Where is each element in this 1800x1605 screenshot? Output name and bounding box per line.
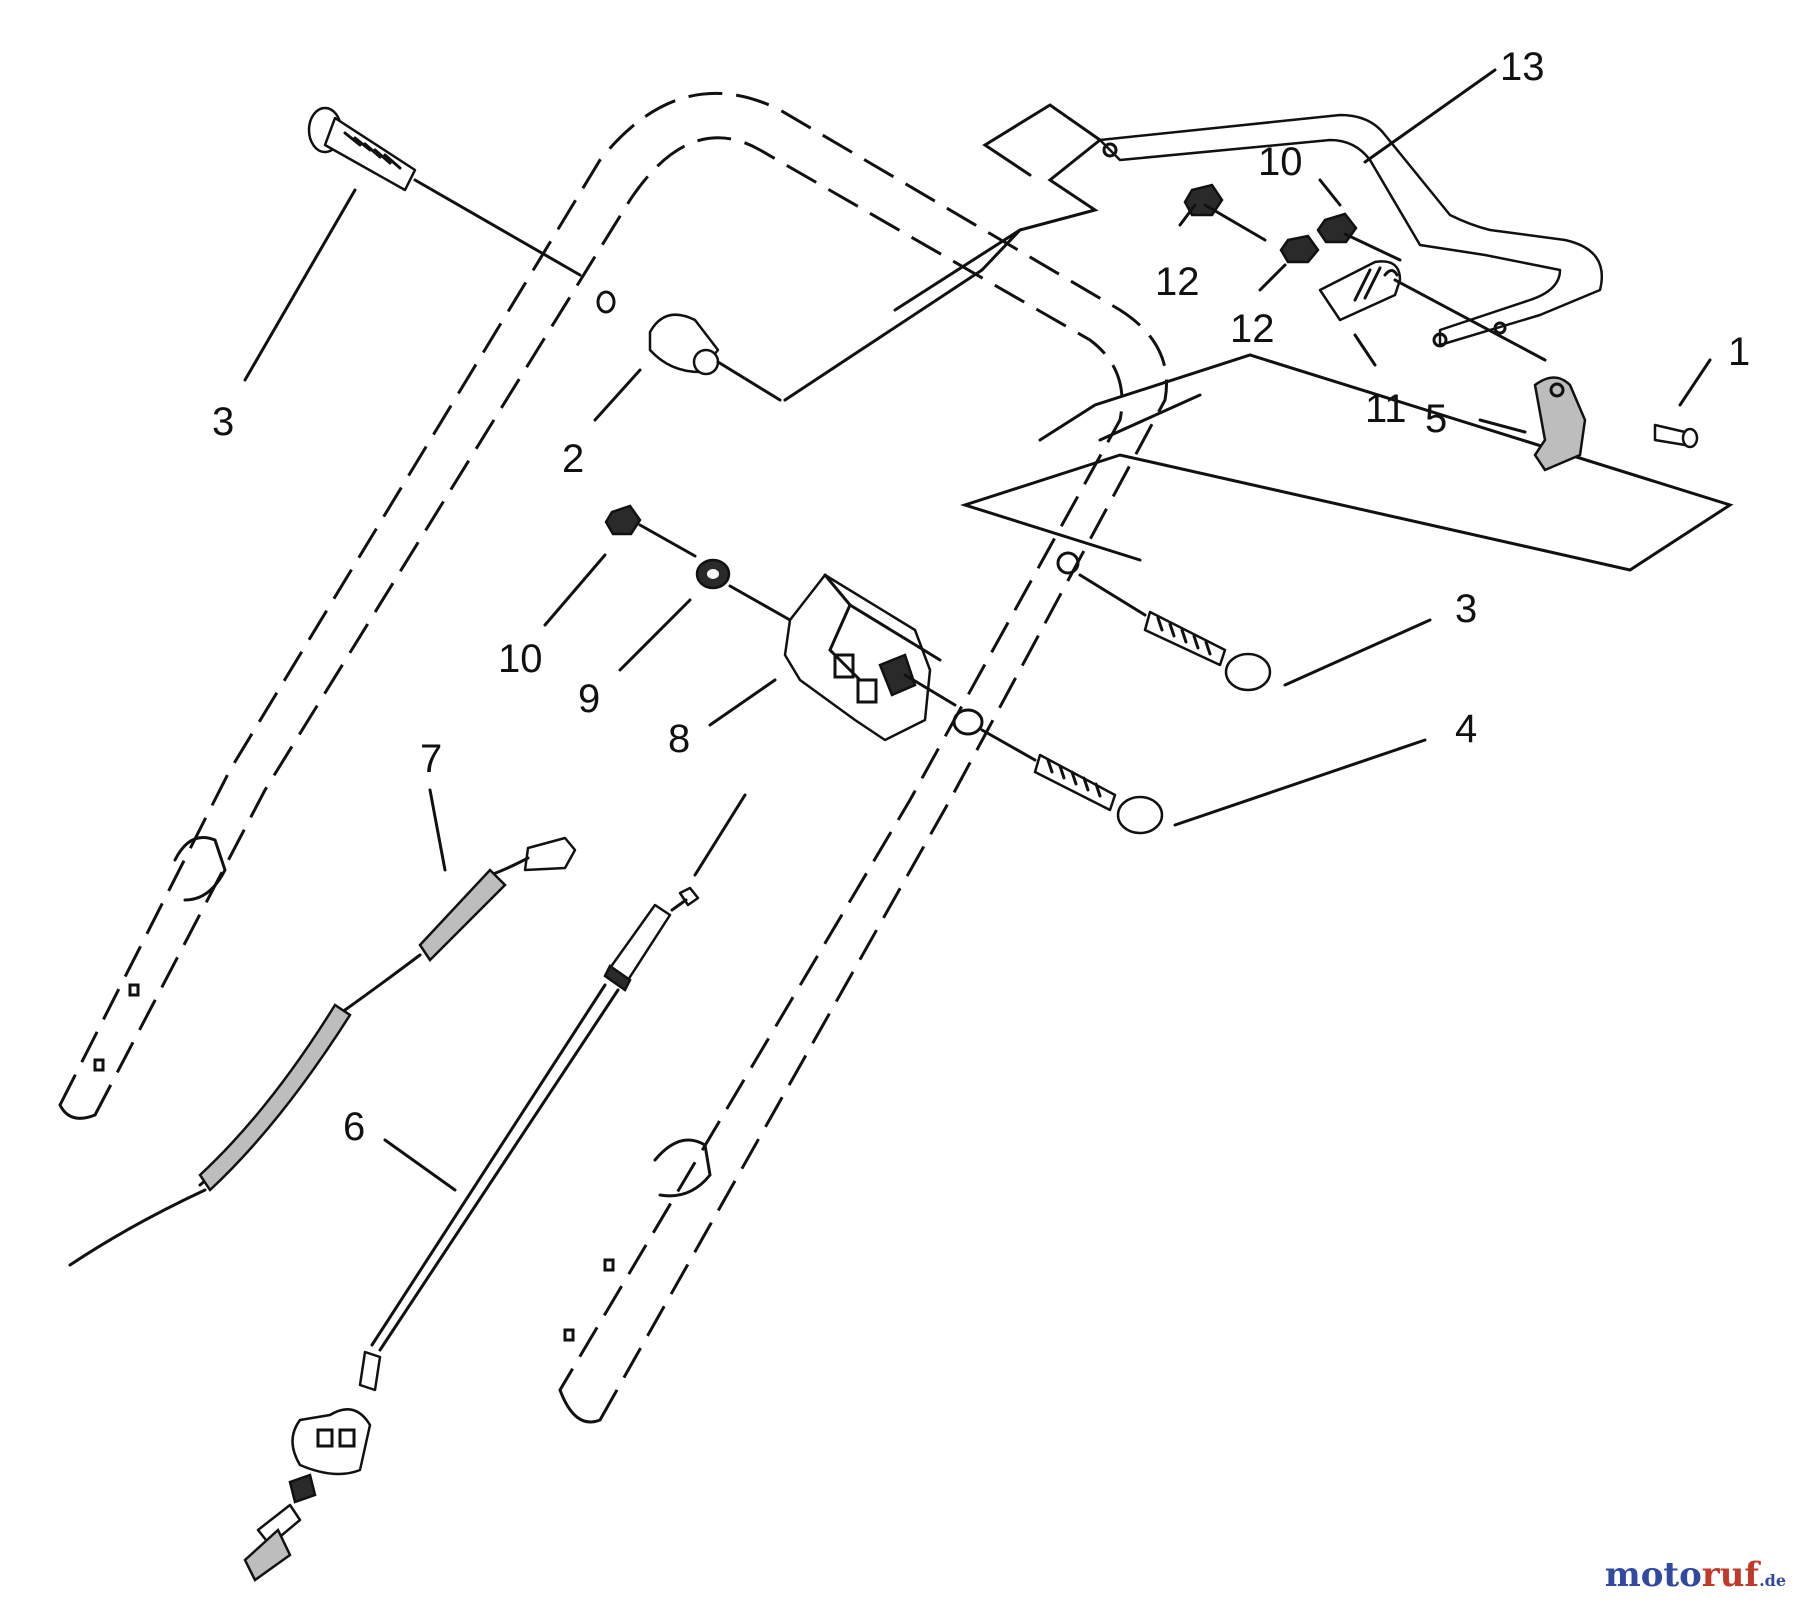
label-12-lower: 12 [1230, 307, 1275, 351]
spacer-2 [648, 313, 782, 402]
label-7: 7 [420, 737, 442, 781]
carriage-bolt-3-lower [1078, 573, 1272, 692]
label-1: 1 [1728, 330, 1750, 374]
label-5: 5 [1425, 397, 1447, 441]
plate-11 [1318, 260, 1547, 362]
control-block-8 [783, 573, 957, 742]
latch-5 [1533, 376, 1587, 472]
label-8: 8 [668, 717, 690, 761]
watermark-part-b: ruf [1701, 1555, 1760, 1595]
label-12-upper: 12 [1155, 260, 1200, 304]
nut-10-upper [1316, 212, 1402, 262]
nut-10-lower [604, 504, 697, 558]
nut-12-upper [1183, 183, 1267, 242]
nut-12-lower [1279, 234, 1320, 264]
label-13: 13 [1500, 45, 1545, 89]
leader-lines [243, 68, 1712, 1192]
label-3-lower: 3 [1455, 587, 1477, 631]
label-11: 11 [1365, 387, 1407, 431]
label-2: 2 [562, 437, 584, 481]
callout-labels: 1 2 3 3 4 5 6 7 8 9 10 10 11 12 12 13 [212, 45, 1750, 1149]
label-9: 9 [578, 677, 600, 721]
bail-arm [1098, 113, 1603, 348]
label-10-upper: 10 [1258, 140, 1303, 184]
carriage-bolt-3-upper [307, 106, 582, 277]
carriage-bolt-4 [1033, 753, 1164, 835]
label-10-lower: 10 [498, 637, 543, 681]
watermark-part-c: .de [1759, 1571, 1786, 1590]
watermark-part-a: moto [1604, 1555, 1702, 1595]
watermark-logo: motoruf.de [1605, 1555, 1786, 1595]
label-3-upper: 3 [212, 400, 234, 444]
lower-panel-outline [960, 353, 1734, 572]
handle-tube [58, 91, 1168, 1424]
wire-harness-7 [68, 836, 577, 1267]
bolt-1 [1653, 423, 1699, 449]
upper-panel-outline [783, 103, 1103, 402]
washer-9 [695, 558, 792, 622]
label-6: 6 [343, 1105, 365, 1149]
label-4: 4 [1455, 707, 1477, 751]
control-cable-6 [243, 886, 700, 1582]
washer-ring [952, 708, 1037, 762]
